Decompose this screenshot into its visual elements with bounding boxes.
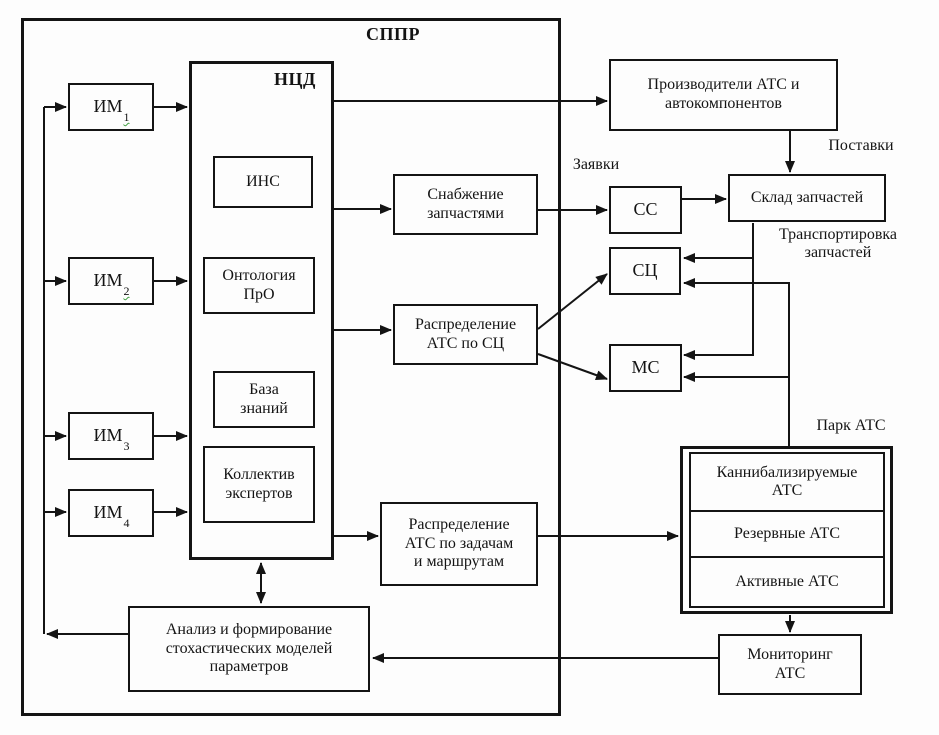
fleet-row-reserve: Резервные АТС [691,510,883,556]
im3-label: ИМ3 [93,425,130,453]
sppr-title: СППР [366,24,420,44]
ncd-container [189,61,334,560]
transport-label: Транспортировка запчастей [778,226,898,262]
im1-label: ИМ1 [93,96,130,124]
manufacturers-block: Производители АТС и автокомпонентов [609,59,838,131]
requests-label: Заявки [572,156,620,173]
im2-block: ИМ2 [68,257,154,305]
monitoring-block: Мониторинг АТС [718,634,862,695]
im3-block: ИМ3 [68,412,154,460]
sppr-boundary [21,18,561,716]
knowledge-base-block: База знаний [213,371,315,428]
im4-block: ИМ4 [68,489,154,537]
supply-block: Снабжение запчастями [393,174,538,235]
ontology-block: Онтология ПрО [203,257,315,314]
sc-block: СЦ [609,247,681,295]
experts-block: Коллектив экспертов [203,446,315,523]
analysis-block: Анализ и формирование стохастических мод… [128,606,370,692]
ms-block: МС [609,344,682,392]
distribution-sc-block: Распределение АТС по СЦ [393,304,538,365]
fleet-row-active: Активные АТС [691,556,883,606]
im1-block: ИМ1 [68,83,154,131]
fleet-row-cannibalized: Каннибализируемые АТС [716,463,858,500]
ins-block: ИНС [213,156,313,208]
ss-block: СС [609,186,682,234]
im4-label: ИМ4 [93,502,130,530]
warehouse-block: Склад запчастей [728,174,886,222]
fleet-inner-box: Каннибализируемые АТС Резервные АТС Акти… [689,452,885,608]
distribution-tasks-block: Распределение АТС по задачам и маршрутам [380,502,538,586]
fleet-label: Парк АТС [816,417,886,434]
im2-label: ИМ2 [93,270,130,298]
deliveries-label: Поставки [828,137,894,154]
ncd-title: НЦД [274,69,316,89]
